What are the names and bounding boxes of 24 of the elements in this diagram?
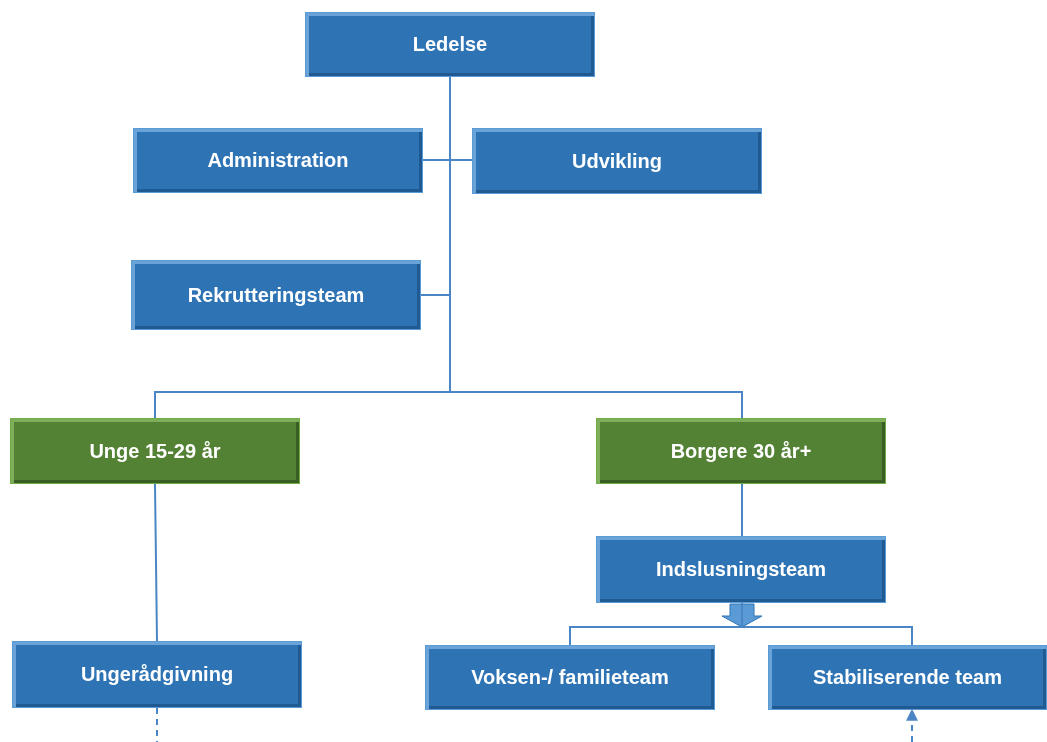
box-label: Ungerådgivning: [79, 662, 235, 687]
connector-line: [906, 708, 918, 742]
team-box: [305, 12, 595, 77]
group-box: [10, 418, 300, 484]
box-label: Borgere 30 år+: [669, 438, 813, 464]
box-label: Unge 15-29 år: [88, 438, 222, 464]
box-label: Stabiliserende team: [812, 665, 1003, 690]
team-box: [768, 645, 1047, 710]
team-box: [12, 641, 302, 708]
team-box: [596, 536, 886, 603]
box-label: Udvikling: [571, 148, 663, 174]
team-box: [425, 645, 715, 710]
box-label: Ledelse: [411, 32, 489, 57]
team-box: [131, 260, 421, 330]
box-label: Voksen-/ familieteam: [470, 665, 670, 690]
team-box: [472, 128, 762, 194]
connector-line: [154, 483, 158, 642]
team-box: [133, 128, 423, 193]
group-box: [596, 418, 886, 484]
connector-line: [156, 707, 158, 742]
connector-line: [741, 483, 743, 537]
box-label: Administration: [206, 148, 350, 173]
box-label: Rekrutteringsteam: [186, 282, 366, 308]
box-label: Indslusningsteam: [655, 557, 827, 582]
